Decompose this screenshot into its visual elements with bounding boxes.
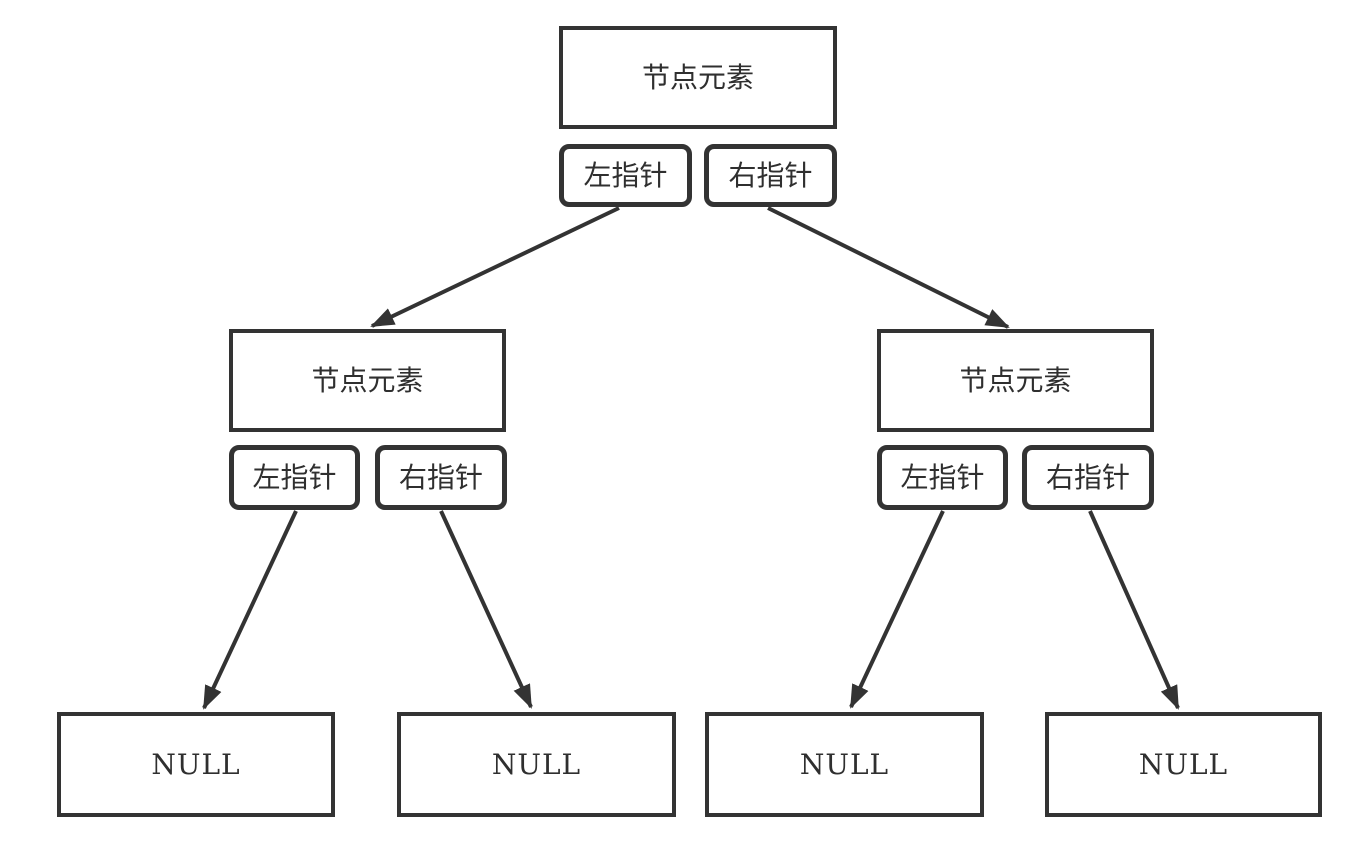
arrow-root-right-to-right-child [767,206,1010,329]
arrow-left-child-right-to-null-2 [439,510,533,709]
root-left-pointer-box: 左指针 [559,144,692,207]
root-right-pointer-box: 右指针 [704,144,837,207]
null-leaf-box-3: NULL [705,712,984,817]
right-child-node-element-box: 节点元素 [877,329,1154,432]
arrow-left-child-left-to-null-1 [202,510,298,710]
left-child-right-pointer-box: 右指针 [375,445,507,510]
right-child-right-pointer-box: 右指针 [1022,445,1154,510]
null-leaf-box-2: NULL [397,712,676,817]
root-node-element-box: 节点元素 [559,26,837,129]
left-child-node-element-box: 节点元素 [229,329,506,432]
arrow-right-child-left-to-null-3 [849,510,945,709]
null-leaf-box-4: NULL [1045,712,1322,817]
arrow-root-left-to-left-child [370,206,620,328]
left-child-left-pointer-box: 左指针 [229,445,360,510]
null-leaf-box-1: NULL [57,712,335,817]
arrow-right-child-right-to-null-4 [1088,510,1180,710]
right-child-left-pointer-box: 左指针 [877,445,1008,510]
